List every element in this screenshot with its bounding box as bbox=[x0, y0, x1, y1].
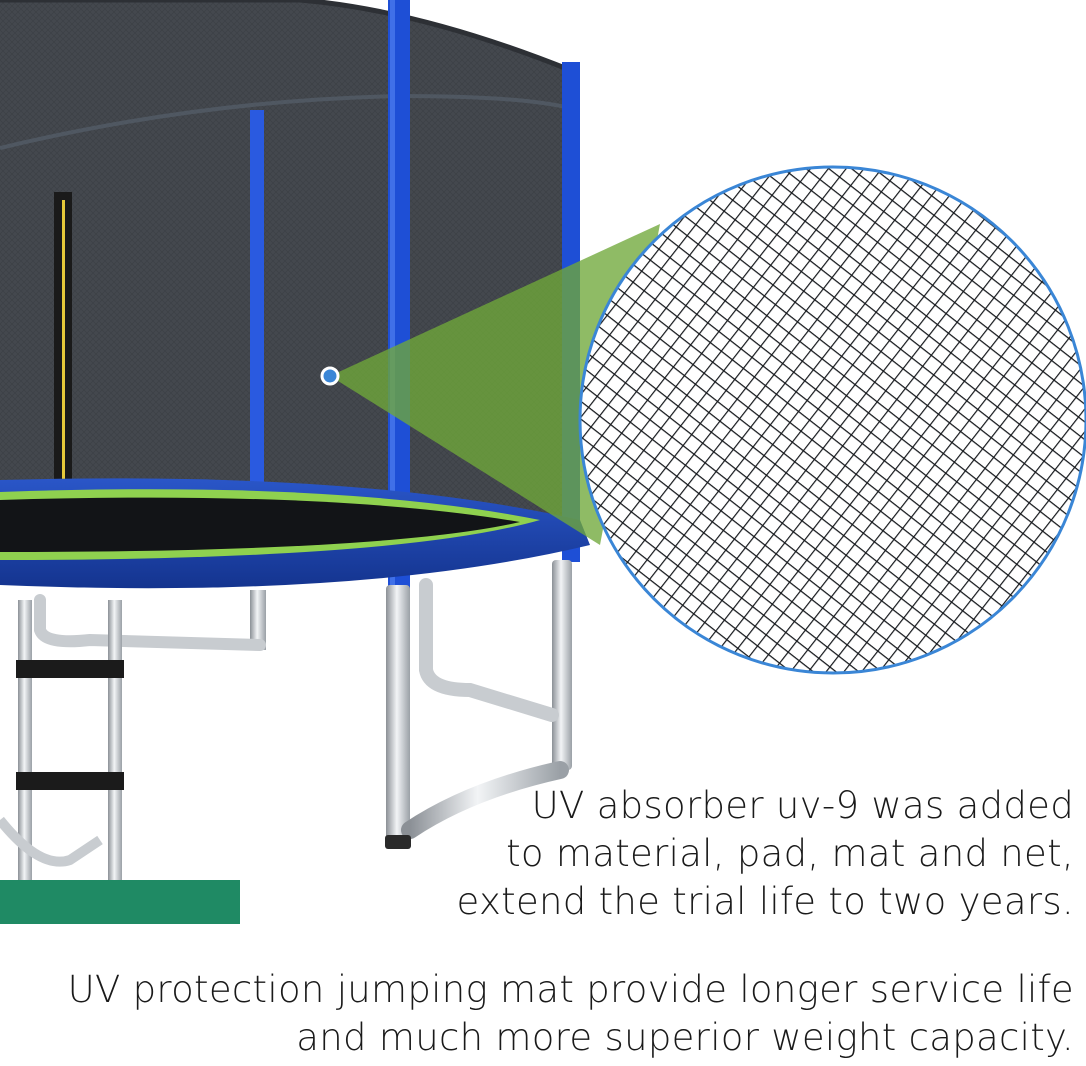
caption-line: extend the trial life to two years. bbox=[456, 880, 1074, 923]
uv-absorber-caption: UV absorber uv-9 was added to material, … bbox=[457, 782, 1074, 926]
pole-back bbox=[250, 110, 264, 490]
caption-line: UV protection jumping mat provide longer… bbox=[67, 968, 1074, 1011]
jumping-mat bbox=[0, 478, 590, 589]
caption-line: to material, pad, mat and net, bbox=[506, 832, 1074, 875]
trampoline-legs bbox=[34, 560, 572, 849]
ladder bbox=[0, 600, 124, 900]
ground-mat bbox=[0, 880, 240, 924]
caption-line: and much more superior weight capacity. bbox=[296, 1016, 1074, 1059]
caption-line: UV absorber uv-9 was added bbox=[531, 784, 1074, 827]
blue-dot-marker bbox=[320, 366, 340, 386]
net-mesh-closeup bbox=[578, 165, 1086, 675]
jumping-mat-caption: UV protection jumping mat provide longer… bbox=[68, 966, 1074, 1062]
callout-cone bbox=[330, 224, 660, 545]
